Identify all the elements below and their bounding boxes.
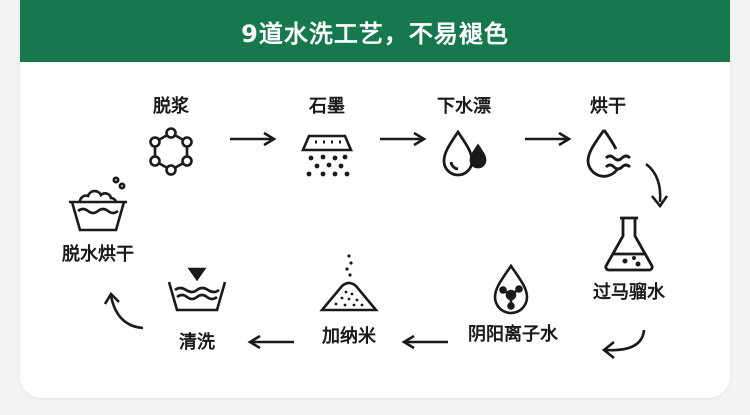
water-drops-icon: [436, 124, 492, 182]
page-title: 9道水洗工艺，不易褪色: [241, 19, 509, 48]
step-dry: 烘干: [580, 92, 636, 182]
drop-waves-icon: [580, 124, 636, 182]
step-label: 清洗: [179, 332, 215, 353]
arrow-right-icon: [380, 131, 427, 147]
graphite-layer-icon: [297, 124, 357, 182]
arrow-curve-up-icon: [103, 291, 144, 330]
header-banner: 9道水洗工艺，不易褪色: [20, 0, 730, 62]
step-label: 加纳米: [322, 326, 376, 347]
step-label: 脱水烘干: [62, 244, 134, 265]
step-nano: 加纳米: [318, 252, 380, 348]
step-clean: 清洗: [165, 266, 229, 354]
foam-basin-icon: [66, 176, 130, 234]
step-graphite: 石墨: [297, 92, 357, 182]
step-monkey-water: 过马骝水: [593, 214, 665, 304]
nano-pile-icon: [318, 252, 380, 316]
step-label: 下水漂: [437, 96, 491, 117]
arrow-curve-left-icon: [601, 329, 646, 360]
step-label: 过马骝水: [593, 282, 665, 303]
arrow-left-icon: [247, 334, 294, 350]
hexagon-molecule-icon: [143, 124, 199, 180]
step-label: 脱浆: [153, 96, 189, 117]
arrow-left-icon: [401, 334, 448, 350]
step-desizing: 脱浆: [143, 92, 199, 180]
arrow-right-icon: [525, 131, 572, 147]
step-label: 烘干: [590, 96, 626, 117]
process-card: 9道水洗工艺，不易褪色: [20, 0, 730, 398]
arrow-right-icon: [230, 131, 277, 147]
arrow-curve-down-icon: [645, 162, 669, 209]
step-label: 阴阳离子水: [468, 324, 558, 345]
wash-basin-icon: [165, 266, 229, 318]
step-ion-water: 阴阳离子水: [468, 262, 558, 346]
step-label: 石墨: [309, 96, 345, 117]
flask-icon: [596, 214, 662, 274]
step-rinse: 下水漂: [436, 92, 492, 182]
ion-drop-icon: [485, 262, 541, 318]
step-dewater-dry: 脱水烘干: [62, 176, 134, 266]
